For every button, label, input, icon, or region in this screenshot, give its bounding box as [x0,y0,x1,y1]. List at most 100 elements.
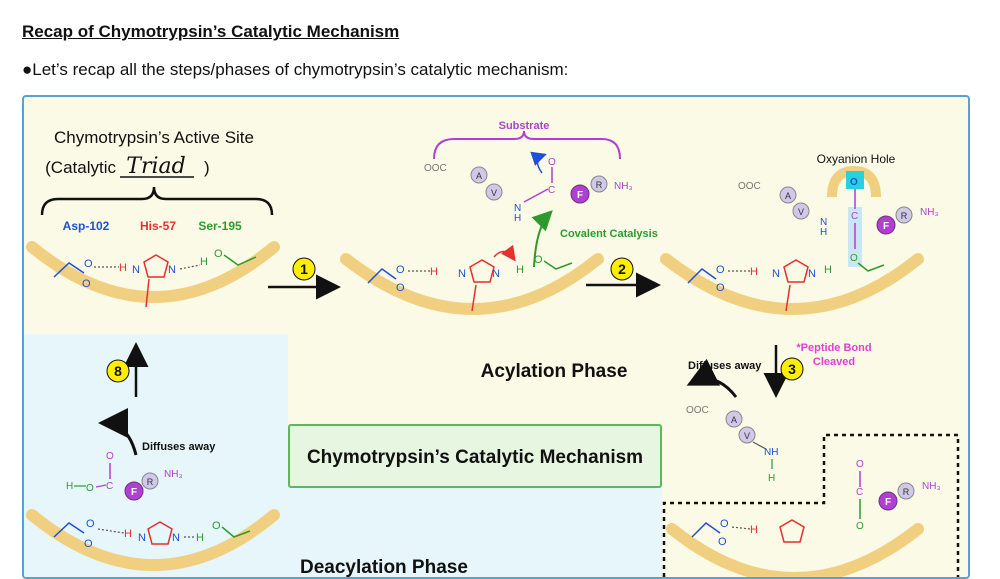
active-site-triad: Triad [126,154,185,179]
acyl-enzyme-dashed-box [662,433,960,577]
svg-text:O: O [84,258,93,270]
svg-text:O: O [716,282,725,294]
svg-text:N: N [458,268,466,280]
svg-text:NH: NH [764,447,778,458]
svg-text:F: F [885,497,891,508]
svg-text:A: A [476,171,482,181]
triad-molecule-5: O O H N N H O [53,518,251,550]
svg-text:H: H [430,266,438,278]
svg-text:O: O [396,264,405,276]
substrate-molecule: OOC A V N H C O F R NH₃ [424,151,633,224]
svg-text:NH₃: NH₃ [614,181,633,192]
oxyanion-hole-label: Oxyanion Hole [817,152,896,166]
step-1-badge [292,257,316,281]
svg-text:C: C [856,487,863,498]
triad-molecule-4: O O H [691,518,805,548]
diffuses-away-top: Diffuses away [688,360,762,372]
diffuses-away-left: Diffuses away [142,441,216,453]
acylation-phase-label: Acylation Phase [481,361,628,382]
svg-text:H: H [750,524,758,536]
released-acid-product: O H O C F R NH₃ [66,451,183,501]
mechanism-panel: Chymotrypsin’s Active Site (Catalytic Tr… [22,95,970,579]
triad-molecule-1: O O H N N H O [53,248,257,308]
tetrahedral-intermediate: OOC A V N H O C F R NH₃ O [738,177,939,264]
svg-text:O: O [212,520,221,532]
svg-text:NH₃: NH₃ [922,481,941,492]
svg-text:H: H [119,262,127,274]
svg-text:R: R [596,180,603,190]
svg-text:O: O [548,157,556,168]
oxyanion-highlight [846,171,864,189]
enzyme-pocket-1 [26,241,280,303]
svg-text:O: O [850,177,858,188]
triad-brace [40,186,274,216]
enzyme-pocket-5 [26,509,280,571]
his-label: His-57 [140,219,176,233]
deacylation-phase-label: Deacylation Phase [300,557,468,577]
svg-text:NH₃: NH₃ [164,469,183,480]
active-site-prefix: (Catalytic [45,158,116,177]
svg-text:F: F [883,221,889,232]
active-site-suffix: ) [204,158,210,177]
svg-text:C: C [106,481,113,492]
page-title: Recap of Chymotrypsin’s Catalytic Mechan… [22,22,400,41]
svg-text:N: N [820,217,827,228]
svg-text:H: H [196,532,204,544]
center-title-box [288,424,662,488]
svg-text:N: N [132,264,140,276]
svg-text:H: H [514,213,521,224]
covalent-catalysis-label: Covalent Catalysis [560,228,658,240]
svg-text:H: H [66,481,73,492]
released-amine-fragment: OOC A V NH H [686,405,778,484]
svg-text:O: O [84,538,93,550]
ser-label: Ser-195 [198,219,242,233]
svg-text:H: H [820,227,827,238]
svg-text:OOC: OOC [686,405,709,416]
enzyme-pocket-3 [660,253,924,315]
svg-text:O: O [716,264,725,276]
svg-text:O: O [856,459,864,470]
svg-text:A: A [785,191,791,201]
acyl-enzyme-molecule: O C F R NH₃ O [856,459,941,532]
svg-text:N: N [172,532,180,544]
peptide-bond-label-2: Cleaved [813,356,855,368]
mechanism-diagram: Chymotrypsin’s Active Site (Catalytic Tr… [26,120,960,577]
svg-text:O: O [82,278,91,290]
svg-text:N: N [492,268,500,280]
svg-text:N: N [138,532,146,544]
substrate-label: Substrate [499,120,550,132]
diffuses-away-left-arrow [98,408,138,456]
svg-text:R: R [903,487,910,497]
svg-text:O: O [214,248,223,260]
svg-text:H: H [768,473,775,484]
svg-text:O: O [850,253,858,264]
svg-text:N: N [168,264,176,276]
step-3-number: 3 [788,361,796,377]
svg-text:O: O [86,483,94,494]
asp-label: Asp-102 [63,219,110,233]
svg-text:V: V [798,207,804,217]
svg-text:H: H [824,264,832,276]
svg-text:F: F [577,190,583,201]
svg-text:H: H [750,266,758,278]
svg-text:N: N [514,203,521,214]
substrate-brace [433,130,621,160]
step-8-number: 8 [114,363,122,379]
svg-text:R: R [901,211,908,221]
svg-text:V: V [744,431,750,441]
bullet-text: ●Let’s recap all the steps/phases of chy… [22,60,569,79]
svg-text:NH₃: NH₃ [920,207,939,218]
svg-text:O: O [396,282,405,294]
svg-text:O: O [106,451,114,462]
step-2-badge [610,257,634,281]
center-title-text: Chymotrypsin’s Catalytic Mechanism [307,447,643,468]
svg-text:O: O [720,518,729,530]
svg-text:H: H [124,528,132,540]
triad-molecule-2: O O H N N H O [367,244,573,312]
triad-molecule-3: O O H N N H [687,259,885,312]
step-3-badge [780,357,804,381]
svg-text:OOC: OOC [738,181,761,192]
step-8-badge [106,359,130,383]
svg-text:C: C [548,185,555,196]
step-1-number: 1 [300,261,308,277]
